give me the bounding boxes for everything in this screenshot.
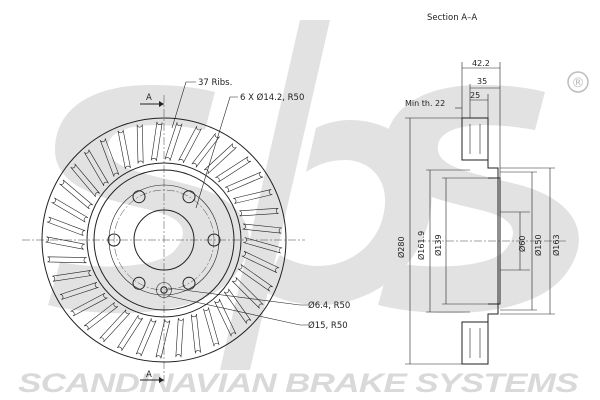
cooling-rib [237,264,273,292]
bolt-hole [132,190,146,204]
cooling-rib [239,208,279,217]
cooling-rib [178,125,202,164]
cooling-rib [151,121,163,162]
cooling-rib [242,223,282,234]
bolt-hole [182,190,196,204]
large-hole [156,282,172,298]
ribs-label: 37 Ribs. [198,78,232,88]
dim-inner: 25 [470,91,480,100]
cooling-rib [175,317,184,358]
dim-hat: 35 [477,77,487,86]
cooling-rib [70,292,108,317]
cooling-rib [46,216,86,236]
bolt-hole [132,276,146,290]
min-thickness-label: Min th. 22 [405,99,445,108]
cooling-rib [59,179,93,210]
cooling-rib [164,122,183,161]
cooling-rib [117,129,131,170]
disc-outer-edge [41,117,287,363]
cooling-rib [51,197,89,223]
small-hole-callout: Ø6.4, R50 [167,287,350,311]
hat-step-circle [108,184,220,296]
brand-mark-graphic [48,20,579,370]
cooling-rib [233,189,273,204]
cooling-rib [117,314,144,351]
large-hole-label: Ø15, R50 [308,320,348,331]
cooling-rib [83,302,119,331]
cooling-rib [241,250,280,273]
svg-text:A: A [146,370,152,380]
center-bore [133,209,195,271]
cooling-rib [45,236,85,250]
cooling-rib [231,276,264,309]
dia-outer: Ø280 [396,236,406,258]
cooling-rib [203,307,220,347]
ring-inner-edge [86,162,242,318]
diameter-dimensions: Ø280 Ø161.9 Ø139 Ø60 Ø150 Ø163 [396,117,561,365]
small-hole [160,286,168,294]
watermark: ® SCANDINAVIAN BRAKE SYSTEMS [18,20,589,398]
cooling-rib [135,318,157,357]
cooling-rib [223,288,252,324]
cooling-rib [203,143,237,175]
front-view: A A 37 Ribs. 6 X Ø14.2, R50 Ø6.4, R50 Ø1… [22,78,350,383]
cooling-rib [243,237,283,254]
dia-150: Ø150 [533,234,543,256]
cooling-rib [99,138,120,177]
bolt-holes [107,190,221,290]
bolt-circle [113,189,215,291]
bolt-hole [207,233,221,247]
cooling-rib [225,171,264,193]
ribs-callout: 37 Ribs. [171,78,232,129]
bolt-holes-label: 6 X Ø14.2, R50 [240,92,304,103]
registered-icon [567,71,589,93]
section-view: Section A–A [396,13,568,365]
section-marker-top: A [140,93,164,107]
bolt-hole [182,276,196,290]
thickness-dimensions: 42.2 35 25 Min th. 22 [405,59,501,178]
cooling-rib [191,133,220,168]
svg-text:A: A [146,93,152,103]
cooling-rib [52,270,92,282]
bolt-holes-callout: 6 X Ø14.2, R50 [195,92,304,209]
section-marker-bottom: A [140,370,164,383]
cooling-rib [70,163,100,198]
cooling-rib [47,256,87,264]
section-title: Section A–A [427,13,477,23]
dim-thickness: 42.2 [472,59,490,68]
cooling-rib [59,282,99,300]
cooling-rib [136,124,144,164]
registered-symbol: ® [572,76,585,91]
hat-outer-circle [93,169,235,311]
dia-163: Ø163 [551,234,561,256]
dia-139: Ø139 [433,234,443,256]
small-hole-label: Ø6.4, R50 [308,300,350,311]
large-hole-callout: Ø15, R50 [167,295,348,331]
watermark-tagline: SCANDINAVIAN BRAKE SYSTEMS [18,368,579,398]
bolt-hole [107,233,121,247]
dia-161: Ø161.9 [416,231,426,260]
cooling-rib [99,309,131,343]
dia-60: Ø60 [517,236,527,252]
cooling-rib [155,319,171,359]
cooling-ribs [45,121,283,359]
cooling-rib [190,313,201,354]
cooling-rib [214,298,237,337]
cooling-rib [84,149,109,187]
cooling-rib [215,156,252,183]
